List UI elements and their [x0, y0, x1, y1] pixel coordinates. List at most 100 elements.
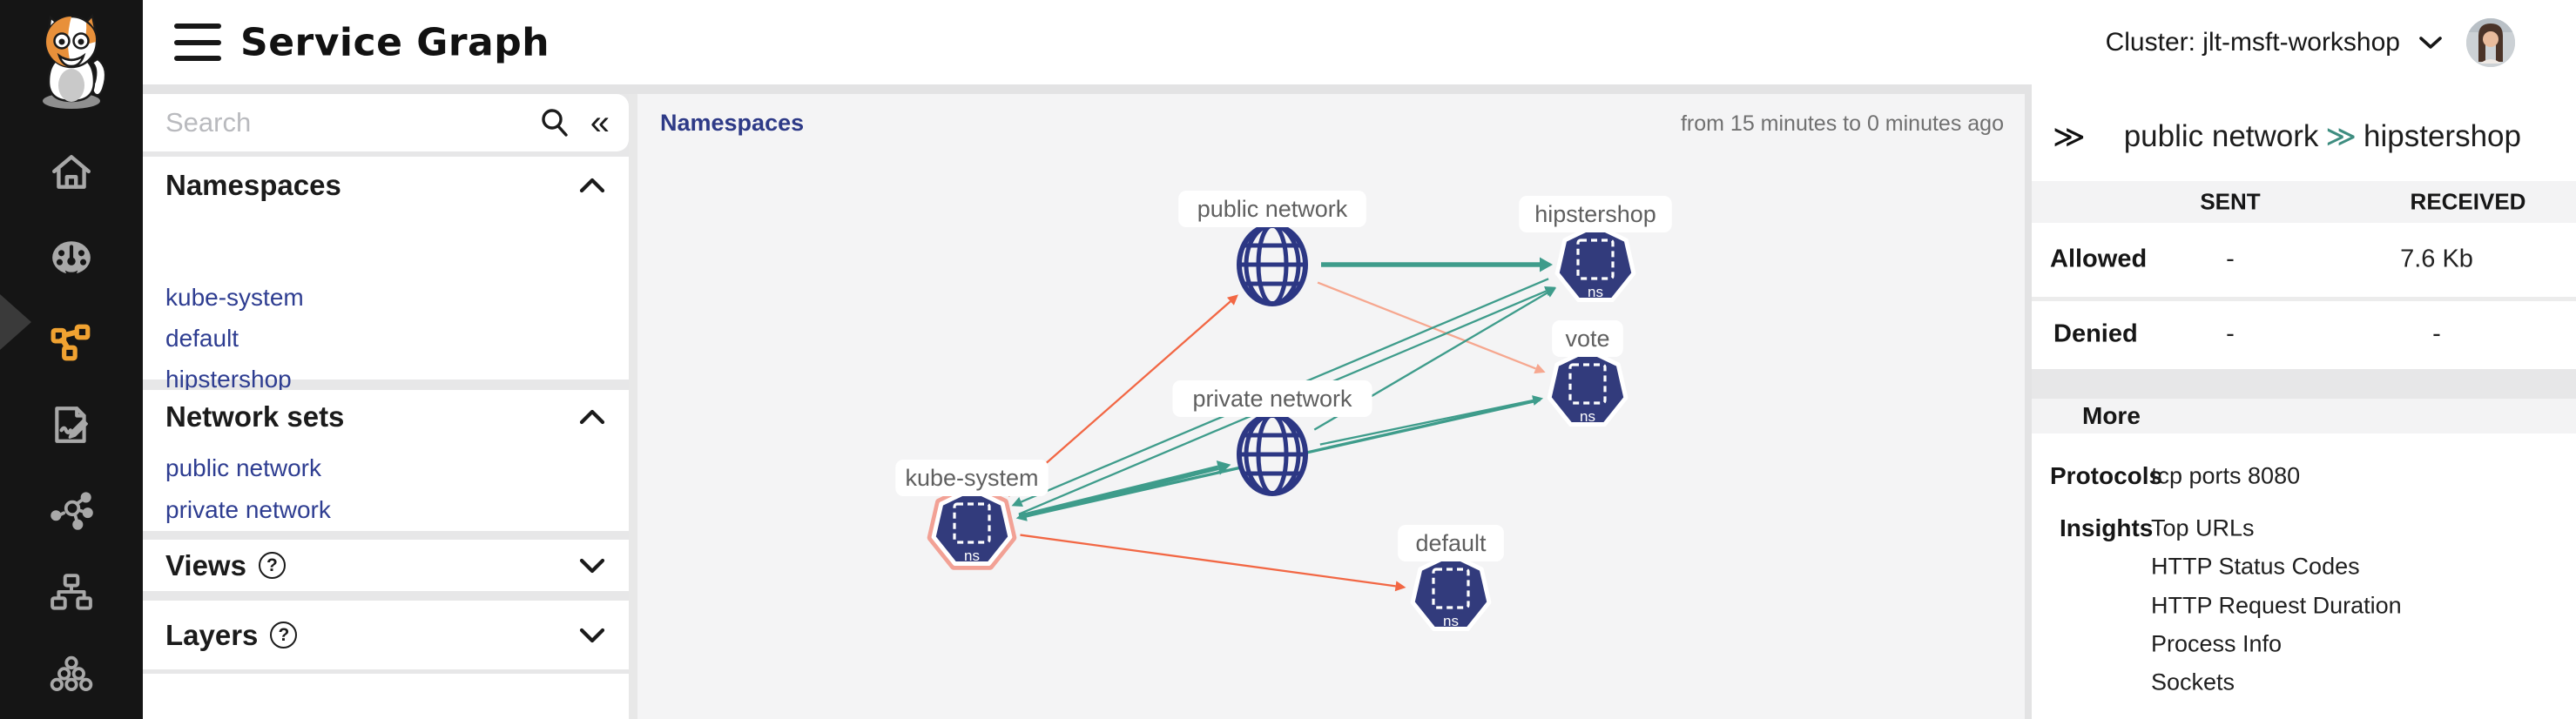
graph-canvas[interactable]: ns ns ns ns public network hipstershop vote pri… — [637, 94, 2025, 719]
section-views: Views ? — [143, 540, 629, 591]
cluster-selector[interactable]: Cluster: jlt-msft-workshop — [2106, 28, 2444, 57]
edge-source: public network — [2123, 119, 2319, 153]
chevron-down-icon — [2419, 36, 2442, 49]
graph-node-public-network[interactable] — [1237, 223, 1308, 306]
section-gap — [2032, 369, 2576, 399]
sidebar-item-default[interactable]: default — [165, 325, 239, 352]
graph-edge-kube-system-to-default[interactable] — [1020, 534, 1406, 592]
nav-clusters-icon[interactable] — [47, 652, 96, 701]
graph-node-kube-system[interactable]: ns — [927, 482, 1017, 570]
nav-access-policies-icon[interactable] — [47, 400, 96, 449]
sidebar: « Namespaces kube-system default hipster… — [143, 94, 629, 719]
more-header[interactable]: More — [2032, 399, 2576, 433]
edge-target: hipstershop — [2364, 119, 2521, 153]
views-help-icon[interactable]: ? — [258, 552, 286, 579]
graph-edge-public-network-to-hipstershop[interactable] — [1321, 257, 1553, 272]
row-divider — [2032, 297, 2576, 301]
nav-integrations-icon[interactable] — [47, 486, 96, 534]
graph-node-label-public-network: public network — [1178, 191, 1366, 227]
graph-node-label-kube-system: kube-system — [895, 460, 1049, 496]
section-network-sets-header[interactable]: Network sets — [143, 390, 629, 444]
section-empty — [143, 674, 629, 719]
protocols-value: tcp ports 8080 — [2151, 462, 2301, 489]
graph-node-label-vote: vote — [1552, 320, 1623, 357]
flow-separator-icon: ≫ — [2325, 120, 2357, 153]
sidebar-item-hipstershop[interactable]: hipstershop — [165, 366, 292, 393]
svg-text:default: default — [1415, 530, 1487, 556]
svg-text:vote: vote — [1565, 326, 1609, 352]
graph-edge-public-network-to-vote[interactable] — [1317, 281, 1546, 374]
top-bar: Service Graph Cluster: jlt-msft-workshop — [143, 0, 2576, 84]
time-range-label: from 15 minutes to 0 minutes ago — [1680, 111, 2004, 136]
graph-node-label-private-network: private network — [1172, 380, 1372, 417]
insights-label: Insights — [2060, 514, 2154, 541]
svg-text:private network: private network — [1192, 386, 1352, 412]
collapse-sidebar-icon[interactable]: « — [590, 104, 610, 142]
section-namespaces: Namespaces kube-system default hipstersh… — [143, 157, 629, 433]
section-namespaces-header[interactable]: Namespaces — [143, 157, 629, 214]
graph-node-vote[interactable]: ns — [1547, 347, 1629, 427]
cluster-label: Cluster: jlt-msft-workshop — [2105, 27, 2400, 57]
nav-service-graph-icon[interactable] — [47, 319, 96, 367]
section-title: Network sets — [165, 400, 345, 433]
insight-process-info: Process Info — [2151, 630, 2283, 657]
row-allowed-label: Allowed — [2050, 245, 2148, 273]
user-avatar[interactable] — [2466, 17, 2515, 67]
nav-dashboard-icon[interactable] — [47, 233, 96, 282]
otterize-logo[interactable] — [21, 5, 122, 111]
expand-panel-icon[interactable]: ≫ — [2053, 118, 2086, 154]
page-title: Service Graph — [240, 20, 550, 64]
details-panel: ≫ public network ≫ hipstershop SENT RECE… — [2032, 84, 2576, 719]
section-title: Namespaces — [165, 169, 341, 201]
nav-hierarchy-icon[interactable] — [47, 569, 96, 618]
table-header-row: SENT RECEIVED — [2032, 181, 2576, 223]
column-sent: SENT — [2200, 188, 2261, 215]
top-divider — [143, 84, 2576, 94]
svg-text:public network: public network — [1197, 196, 1348, 222]
chevron-up-icon[interactable] — [578, 408, 606, 426]
section-views-header[interactable]: Views ? — [143, 540, 629, 591]
section-title: Layers — [165, 618, 259, 651]
service-graph[interactable]: ns ns ns ns public network hipstershop vote pri… — [637, 94, 2025, 719]
search-input[interactable] — [165, 107, 538, 138]
graph-node-label-default: default — [1398, 525, 1504, 561]
graph-node-label-hipstershop: hipstershop — [1519, 196, 1672, 232]
graph-node-hipstershop[interactable]: ns — [1554, 223, 1636, 302]
graph-node-default[interactable]: ns — [1410, 552, 1492, 631]
search-bar: « — [143, 94, 629, 151]
chevron-down-icon[interactable] — [578, 557, 606, 575]
insight-http-request-duration: HTTP Request Duration — [2151, 592, 2402, 619]
search-icon[interactable] — [538, 106, 571, 139]
canvas-view-label: Namespaces — [660, 110, 805, 136]
chevron-up-icon[interactable] — [578, 177, 606, 194]
protocols-label: Protocols — [2050, 462, 2163, 489]
allowed-sent-value: - — [2226, 245, 2235, 273]
sidebar-item-kube-system[interactable]: kube-system — [165, 284, 304, 311]
layers-help-icon[interactable]: ? — [270, 622, 298, 648]
section-layers-header[interactable]: Layers ? — [143, 601, 629, 669]
svg-text:hipstershop: hipstershop — [1534, 201, 1656, 227]
insight-sockets: Sockets — [2151, 669, 2235, 695]
section-title: Views — [165, 548, 246, 581]
icon-rail — [0, 0, 143, 719]
section-network-sets: Network sets public network private netw… — [143, 390, 629, 531]
insight-top-urls: Top URLs — [2151, 514, 2255, 541]
svg-text:ns: ns — [1580, 408, 1595, 425]
denied-sent-value: - — [2226, 319, 2235, 348]
graph-node-private-network[interactable] — [1237, 413, 1308, 496]
row-denied-label: Denied — [2053, 319, 2138, 348]
insight-http-status-codes: HTTP Status Codes — [2151, 553, 2360, 580]
allowed-received-value: 7.6 Kb — [2400, 245, 2473, 273]
nav-home-icon[interactable] — [47, 148, 96, 197]
chevron-down-icon[interactable] — [578, 627, 606, 644]
section-layers: Layers ? — [143, 601, 629, 669]
sidebar-item-public-network[interactable]: public network — [165, 454, 321, 481]
svg-text:ns: ns — [1588, 284, 1603, 300]
column-received: RECEIVED — [2410, 188, 2526, 215]
active-section-notch — [0, 294, 31, 350]
svg-text:ns: ns — [1443, 613, 1459, 629]
denied-received-value: - — [2432, 319, 2441, 348]
menu-icon[interactable] — [174, 24, 221, 61]
sidebar-item-private-network[interactable]: private network — [165, 496, 331, 523]
